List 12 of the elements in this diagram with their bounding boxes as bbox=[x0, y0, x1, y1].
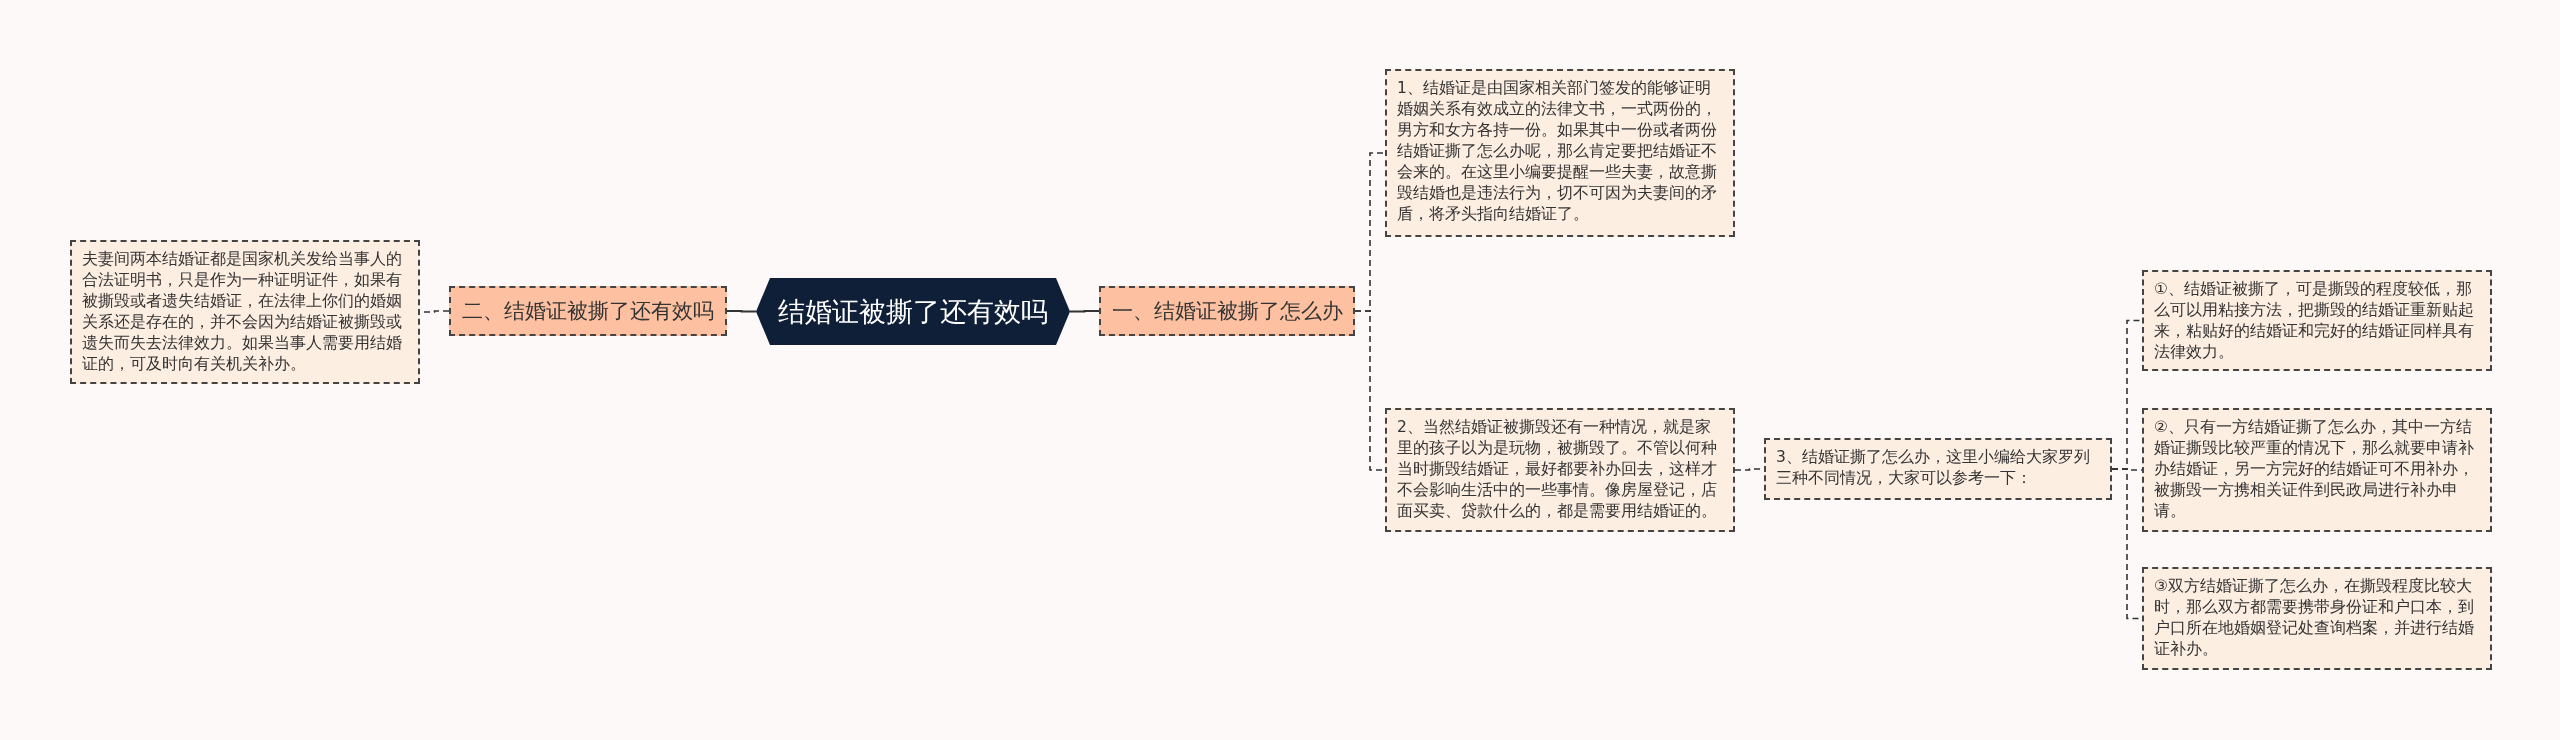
note-box: 夫妻间两本结婚证都是国家机关发给当事人的合法证明书，只是作为一种证明证件，如果有被撕毁或者遗失结婚证，在法律上你们的婚姻关系还是存在的，并不会因为结婚证被撕毁或遗失而失去法律效力。如果当事人需要用结婚证的，可及时向有关机关补办。 bbox=[70, 240, 420, 384]
note-box: 2、当然结婚证被撕毁还有一种情况，就是家里的孩子以为是玩物，被撕毁了。不管以何种当时撕毁结婚证，最好都要补办回去，这样才不会影响生活中的一些事情。像房屋登记，店面买卖、贷款什么的，都是需要用结婚证的。 bbox=[1385, 408, 1735, 532]
central-topic: 结婚证被撕了还有效吗 bbox=[756, 278, 1070, 345]
note-box: 3、结婚证撕了怎么办，这里小编给大家罗列三种不同情况，大家可以参考一下： bbox=[1764, 438, 2112, 500]
connector-line bbox=[1069, 310, 1100, 313]
branch-topic-box: 一、结婚证被撕了怎么办 bbox=[1099, 286, 1355, 336]
note-box: ①、结婚证被撕了，可是撕毁的程度较低，那么可以用粘接方法，把撕毁的结婚证重新贴起来，粘贴好的结婚证和完好的结婚证同样具有法律效力。 bbox=[2142, 270, 2492, 371]
note-box: ②、只有一方结婚证撕了怎么办，其中一方结婚证撕毁比较严重的情况下，那么就要申请补办结婚证，另一方完好的结婚证可不用补办，被撕毁一方携相关证件到民政局进行补办申请。 bbox=[2142, 408, 2492, 532]
connector-line bbox=[726, 310, 757, 313]
note-box: 1、结婚证是由国家相关部门签发的能够证明婚姻关系有效成立的法律文书，一式两份的，男方和女方各持一份。如果其中一份或者两份结婚证撕了怎么办呢，那么肯定要把结婚证不会来的。在这里小编要提醒一些夫妻，故意撕毁结婚也是违法行为，切不可因为夫妻间的矛盾，将矛头指向结婚证了。 bbox=[1385, 69, 1735, 237]
note-box: ③双方结婚证撕了怎么办，在撕毁程度比较大时，那么双方都需要携带身份证和户口本，到户口所在地婚姻登记处查询档案，并进行结婚证补办。 bbox=[2142, 567, 2492, 670]
branch-topic-box: 二、结婚证被撕了还有效吗 bbox=[449, 286, 727, 336]
